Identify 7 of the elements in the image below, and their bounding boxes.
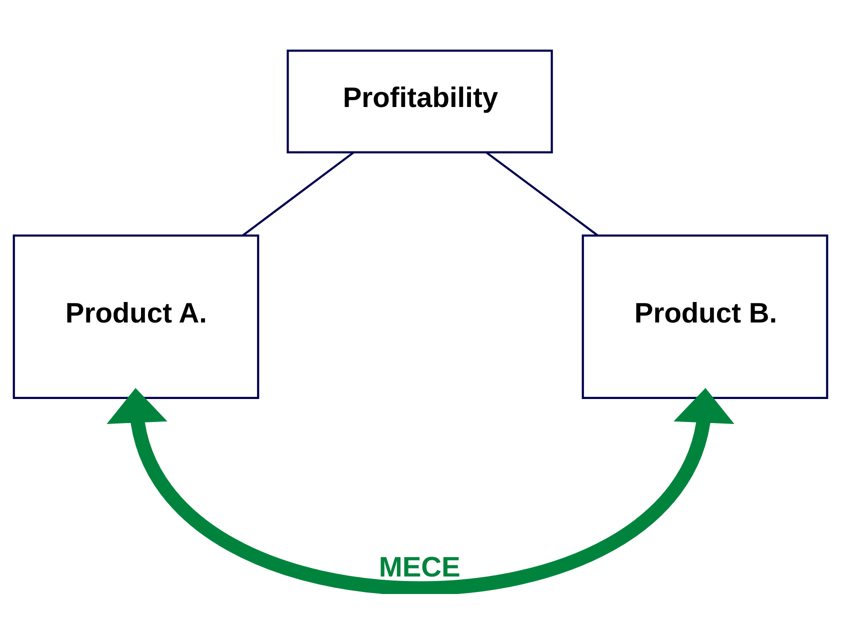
node-box: Product B. (582, 234, 828, 400)
connector (242, 152, 354, 236)
connector (486, 152, 598, 236)
node-box: Profitability (286, 50, 553, 154)
node-box: Product A. (12, 234, 260, 400)
edge-label: MECE (378, 550, 460, 583)
arrow (106, 388, 734, 594)
